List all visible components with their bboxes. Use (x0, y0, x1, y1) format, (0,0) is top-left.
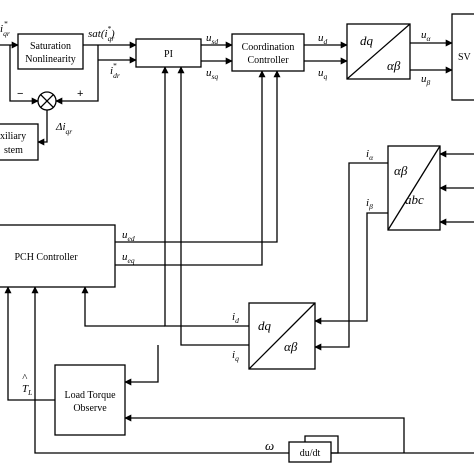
wire-ibeta (314, 212, 388, 325)
label-iqr-ref: iqr* (0, 19, 10, 38)
wire-ueq (115, 70, 266, 266)
wire-ref-to-sum (9, 45, 39, 105)
wire-iq-to-pi (177, 66, 249, 346)
load-torque-label-1: Load Torque (64, 390, 116, 401)
label-iq: iq (232, 349, 239, 363)
wire-tl-hat (4, 286, 55, 401)
label-ud: ud (318, 32, 328, 46)
auxiliary-label-1: xiliary (0, 131, 26, 142)
load-torque-label-2: Observe (73, 403, 107, 414)
label-usd: usd (206, 32, 218, 46)
wire-sum-to-auxiliary (37, 110, 48, 146)
label-usq: usq (206, 67, 218, 81)
label-id: id (232, 311, 239, 325)
auxiliary-system-block: xiliary stem (0, 123, 39, 161)
alphabeta-abc-top-label: αβ (394, 163, 408, 178)
wire-omega-to-pch (31, 286, 289, 454)
wire-ued (115, 70, 281, 243)
load-torque-observer-block: Load Torque Observe (54, 364, 126, 436)
dq-mid-label: dq (258, 318, 272, 333)
label-ialpha: iα (366, 148, 374, 162)
wire-id-to-pi (161, 66, 249, 327)
pi-block: PI (135, 38, 202, 68)
coordination-label-1: Coordination (242, 42, 295, 53)
label-tl-hat-accent: ^ (22, 372, 28, 384)
label-plus: + (77, 88, 83, 100)
wire-ialpha (314, 162, 388, 351)
label-delta-iqr: Δiqr (55, 121, 72, 136)
label-tl-hat: TL (22, 383, 32, 397)
dq-top-label: dq (360, 33, 374, 48)
saturation-label-1: Saturation (30, 41, 71, 52)
pch-label: PCH Controller (14, 252, 78, 263)
alphabeta-top-label: αβ (387, 58, 401, 73)
wire-du-dt (304, 435, 339, 454)
alphabeta-to-abc-block: αβ abc (387, 145, 441, 231)
label-omega: ω (265, 438, 274, 453)
auxiliary-label-2: stem (4, 145, 23, 156)
alphabeta-mid-label: αβ (284, 339, 298, 354)
sv-block: SV (451, 13, 474, 101)
label-ualpha: uα (421, 29, 432, 43)
label-uq: uq (318, 67, 328, 81)
pi-label: PI (164, 49, 173, 60)
saturation-label-2: Nonlinearity (25, 54, 76, 65)
dq-to-alphabeta-block-mid: dq αβ (248, 302, 316, 370)
label-ueq: ueq (122, 251, 135, 265)
dq-to-alphabeta-block-top: dq αβ (346, 23, 411, 80)
abc-label: abc (405, 192, 424, 207)
coordination-controller-block: Coordination Controller (231, 33, 305, 72)
label-ued: ued (122, 229, 135, 243)
label-minus: − (17, 88, 23, 100)
label-sat-output: sat(iqr*) (88, 24, 115, 43)
sv-label: SV (458, 52, 472, 63)
coordination-label-2: Controller (247, 55, 289, 66)
wire-sat-to-sum (55, 45, 99, 105)
label-ubeta: uβ (421, 73, 431, 87)
wire-iq-to-observer (124, 345, 159, 386)
du-dt-label: du/dt (300, 448, 321, 459)
pch-controller-block: PCH Controller (0, 224, 116, 288)
saturation-nonlinearity-block: Saturation Nonlinearity (17, 33, 84, 70)
wire-id-to-pch (81, 286, 165, 327)
label-idr-ref: idr* (110, 61, 120, 80)
derivative-block: du/dt (288, 441, 332, 463)
label-ibeta: iβ (366, 197, 373, 211)
summing-junction (37, 91, 57, 111)
wire-omega-to-observer (124, 414, 405, 453)
